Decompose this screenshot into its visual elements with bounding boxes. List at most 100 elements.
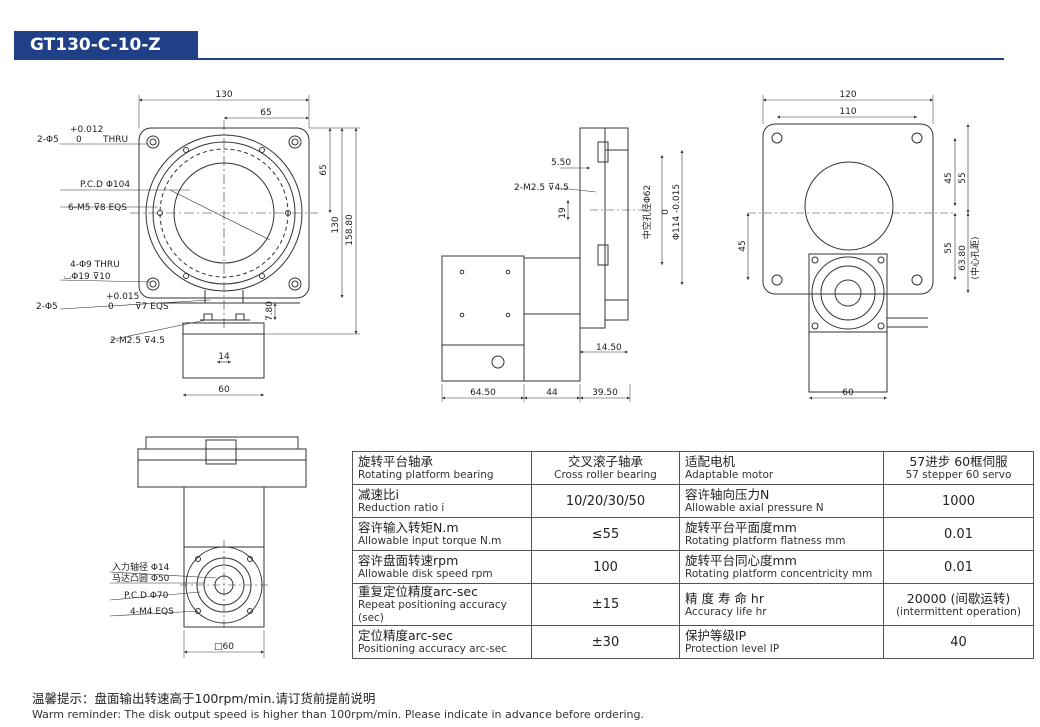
notice-en: Warm reminder: The disk output speed is … xyxy=(32,708,644,721)
spec-label-zh: 精 度 寿 命 hr xyxy=(685,590,764,606)
dim-114: Φ114 -0.015 xyxy=(672,184,682,240)
dim-130-top: 130 xyxy=(215,90,232,100)
rear-view-labels: 120 110 45 55 55 63.80 (中心孔距) 45 60 xyxy=(738,90,981,398)
callout-2-d5-b-depth: ⊽7 EQS xyxy=(135,302,169,312)
callout-side-m2-5: 2-M2.5 ⊽4.5 xyxy=(514,183,569,193)
callout-input-shaft: 入力轴径 Φ14 xyxy=(112,561,170,573)
bottom-view-labels: 入力轴径 Φ14 马达凸圆 Φ50 P.C.D Φ70 4-M4 EQS □60 xyxy=(112,561,234,652)
spec-label-zh: 保护等级IP xyxy=(685,628,747,643)
spec-label-zh: 旋转平台轴承 xyxy=(358,454,434,469)
dim-square-60: □60 xyxy=(214,642,234,652)
dim-rear-55-b: 55 xyxy=(944,242,954,253)
dim-rear-45-a: 45 xyxy=(944,172,954,183)
spec-label-en: Rotating platform flatness mm xyxy=(685,535,846,547)
spec-value-cell: 40 xyxy=(883,625,1034,659)
notice-zh: 温馨提示：盘面输出转速高于100rpm/min.请订货前提前说明 xyxy=(32,691,376,706)
dim-65-top: 65 xyxy=(260,108,271,118)
front-view-labels: 130 65 65 130 158.80 7.80 14 60 2-Φ5 +0.… xyxy=(36,90,355,395)
dim-5-50: 5.50 xyxy=(551,158,571,168)
dim-65-right: 65 xyxy=(319,164,329,175)
spec-value-cell: ±30 xyxy=(531,625,680,659)
spec-value-cell: 0.01 xyxy=(883,517,1034,551)
callout-6-m5: 6-M5 ⊽8 EQS xyxy=(68,203,127,213)
model-title: GT130-C-10-Z xyxy=(14,31,198,59)
spec-value-zh: 57进步 60框伺服 xyxy=(909,454,1008,469)
callout-2-d5-b: 2-Φ5 xyxy=(36,302,58,312)
spec-value: 1000 xyxy=(941,493,976,509)
spec-label-zh: 定位精度arc-sec xyxy=(358,628,453,643)
dim-39-50: 39.50 xyxy=(592,388,618,398)
dim-19: 19 xyxy=(558,207,568,219)
spec-label-en: Accuracy life hr xyxy=(685,605,767,618)
spec-value-en: (intermittent operation) xyxy=(896,605,1021,618)
spec-value: ±15 xyxy=(591,597,620,612)
callout-2-m2-5: 2-M2.5 ⊽4.5 xyxy=(110,336,165,346)
dim-hollow-62: 中空孔径Φ62 xyxy=(641,185,653,240)
spec-label-en: Allowable input torque N.m xyxy=(358,535,502,547)
spec-value-cell: 10/20/30/50 xyxy=(531,484,680,518)
spec-value-en: Cross roller bearing xyxy=(554,469,657,481)
spec-label-zh: 重复定位精度arc-sec xyxy=(358,584,478,599)
spec-label-en: Rotating platform concentricity mm xyxy=(685,568,873,580)
spec-value: 0.01 xyxy=(944,526,973,542)
bottom-view xyxy=(109,436,307,658)
spec-label-zh: 适配电机 xyxy=(685,454,736,469)
spec-label-zh: 容许输入转矩N.m xyxy=(358,520,459,535)
spec-label-en: Adaptable motor xyxy=(685,469,774,481)
dim-center-distance: (中心孔距) xyxy=(969,236,981,279)
rear-view xyxy=(746,95,970,400)
spec-label-zh: 旋转平台平面度mm xyxy=(685,520,797,535)
spec-label-zh: 减速比i xyxy=(358,487,399,502)
dim-64-50: 64.50 xyxy=(470,388,496,398)
front-view xyxy=(59,95,360,397)
spec-value-cell: ±15 xyxy=(531,583,680,626)
spec-value-en: 57 stepper 60 servo xyxy=(905,469,1012,481)
spec-label-en: Positioning accuracy arc-sec xyxy=(358,643,507,655)
callout-motor-boss: 马达凸圆 Φ50 xyxy=(112,572,170,584)
dim-tol-0: 0 xyxy=(661,209,671,215)
spec-label-en: Allowable disk speed rpm xyxy=(358,568,493,580)
side-view-labels: 5.50 19 中空孔径Φ62 0 Φ114 -0.015 14.50 64.5… xyxy=(470,158,682,398)
spec-label-zh: 容许轴向压力N xyxy=(685,487,770,502)
spec-value: ±30 xyxy=(591,634,620,650)
callout-4-m4: 4-M4 EQS xyxy=(130,607,174,617)
dim-158-80: 158.80 xyxy=(345,214,355,246)
dim-14: 14 xyxy=(218,352,230,362)
title-underline xyxy=(14,58,1004,60)
spec-label-en: Protection level IP xyxy=(685,643,780,655)
spec-value-zh: 交叉滚子轴承 xyxy=(567,454,643,469)
dim-rear-45-left: 45 xyxy=(738,240,748,251)
spec-value-cell: 20000 (间歇运转)(intermittent operation) xyxy=(883,583,1034,626)
spec-label-en: Allowable axial pressure N xyxy=(685,502,824,514)
spec-label-en: Reduction ratio i xyxy=(358,502,445,514)
spec-value-cell: 100 xyxy=(531,550,680,584)
callout-2-d5: 2-Φ5 xyxy=(37,135,59,145)
dim-rear-55-a: 55 xyxy=(958,172,968,183)
spec-value: ≤55 xyxy=(591,526,620,542)
spec-value-cell: 0.01 xyxy=(883,550,1034,584)
dim-7-80: 7.80 xyxy=(265,301,275,321)
spec-label-en: Repeat positioning accuracy (sec) xyxy=(358,599,507,624)
callout-2-d5-b-tol-upper: +0.015 xyxy=(106,292,139,302)
dim-130-right: 130 xyxy=(331,216,341,233)
dim-110: 110 xyxy=(839,107,856,117)
callout-2-d5-tol-upper: +0.012 xyxy=(70,125,103,135)
spec-value-cell: 1000 xyxy=(883,484,1034,518)
dim-14-50: 14.50 xyxy=(596,343,622,353)
callout-2-d5-b-tol-lower: 0 xyxy=(108,302,114,312)
